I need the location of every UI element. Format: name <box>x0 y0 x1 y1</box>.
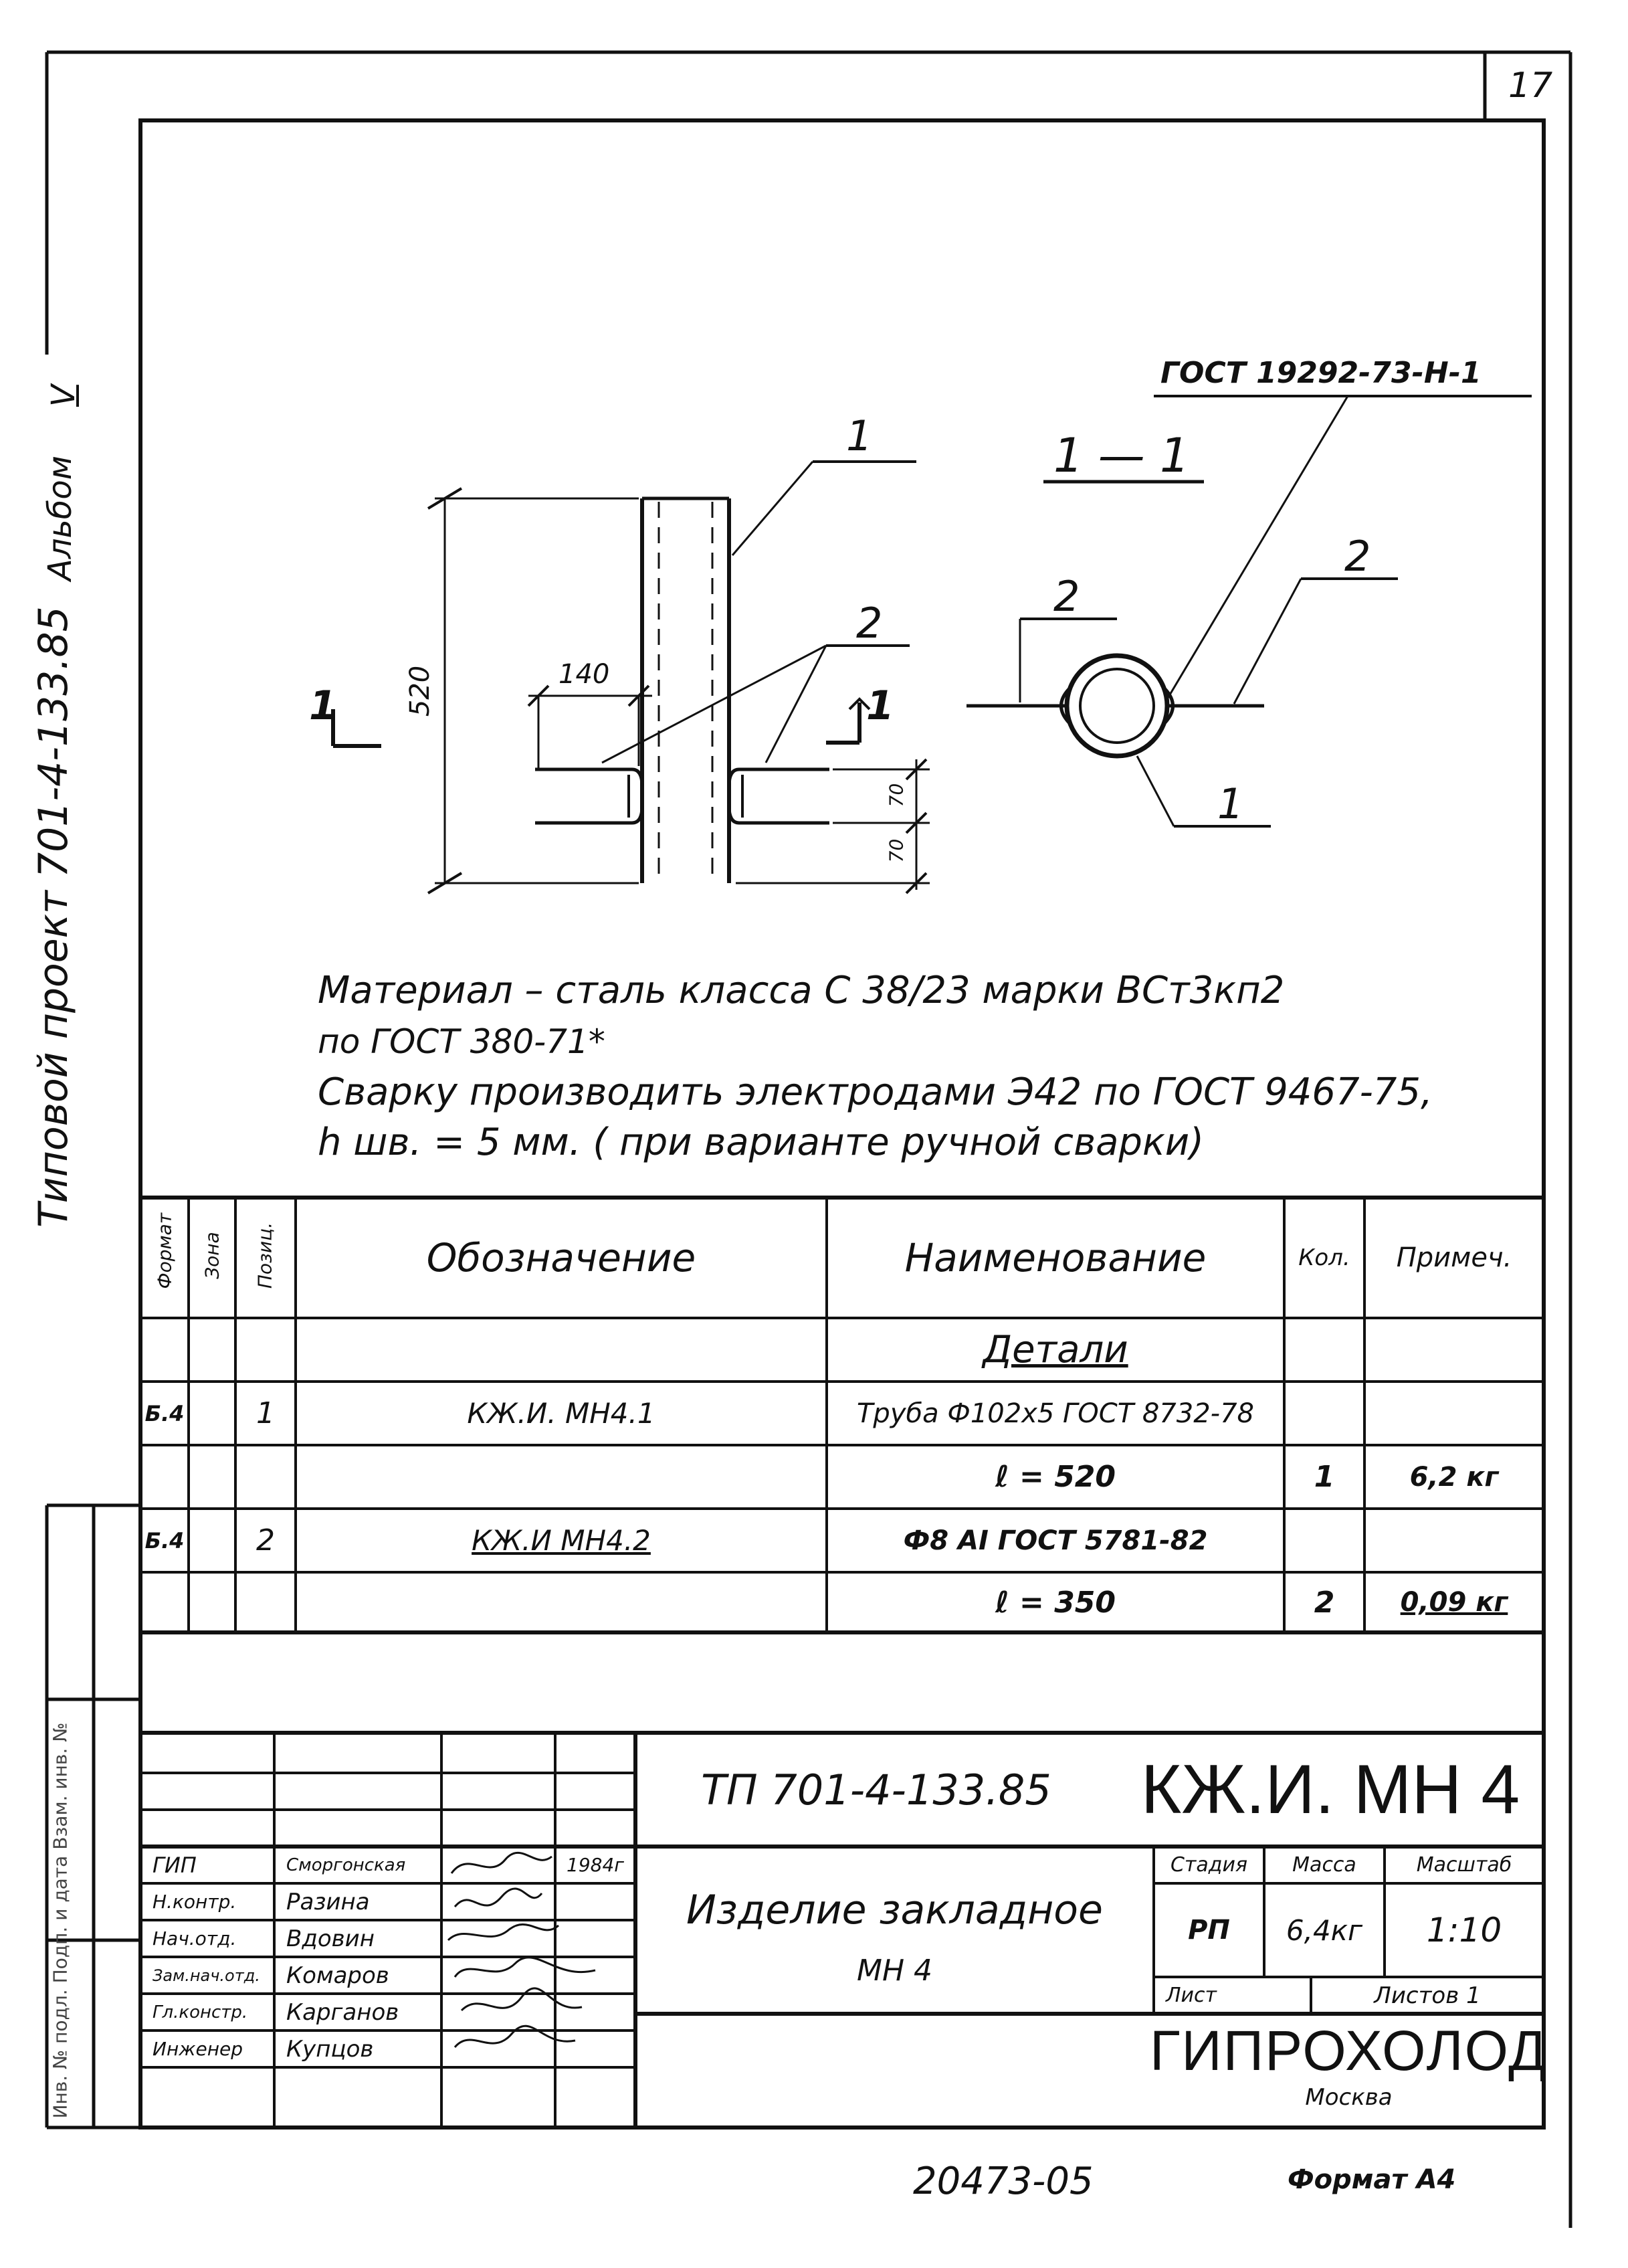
sheet-number: 17 <box>1508 66 1553 106</box>
table-row-qty: 1 <box>1314 1460 1335 1494</box>
organization-city: Москва <box>1305 2084 1393 2111</box>
item-name-line1: Изделие закладное <box>686 1887 1103 1933</box>
signer-role: Н.контр. <box>152 1891 237 1913</box>
signature-scribbles <box>447 1851 596 2048</box>
table-row-qty: 2 <box>1314 1585 1335 1620</box>
spec-section-title: Детали <box>983 1328 1128 1372</box>
signer-name: Купцов <box>286 2035 374 2063</box>
cut-mark-right: 1 <box>866 682 894 729</box>
spec-header-note: Примеч. <box>1396 1242 1512 1273</box>
table-row-designation: КЖ.И. МН4.1 <box>467 1397 655 1430</box>
organization-name: ГИПРОХОЛОД <box>1149 2018 1548 2082</box>
table-row-note: 6,2 кг <box>1409 1461 1499 1493</box>
signer-role: Гл.констр. <box>152 2002 248 2022</box>
leader-pos2-top: 2 <box>856 599 883 648</box>
dim-width-140: 140 <box>558 659 610 690</box>
mass-header: Масса <box>1292 1853 1356 1877</box>
note-line-4: h шв. = 5 мм. ( при варианте ручной свар… <box>318 1121 1205 1164</box>
section-label: 1 — 1 <box>1053 428 1190 483</box>
signer-name: Сморгонская <box>286 1855 406 1875</box>
dim-height-520: 520 <box>405 665 436 717</box>
signer-role: Нач.отд. <box>152 1927 237 1950</box>
dim-offset-b: 70 <box>885 838 908 863</box>
note-line-3: Сварку производить электродами Э42 по ГО… <box>318 1070 1433 1114</box>
signer-name: Разина <box>286 1888 370 1915</box>
table-row-pos: 2 <box>256 1523 275 1557</box>
signer-name: Комаров <box>286 1962 389 1989</box>
sheets-label: Листов 1 <box>1374 1982 1481 2009</box>
note-line-2: по ГОСТ 380-71* <box>318 1022 605 1061</box>
spec-header-pos: Позиц. <box>253 1222 276 1289</box>
table-row-pos: 1 <box>256 1396 275 1430</box>
spec-header-zone: Зона <box>201 1232 223 1279</box>
gost-weld-label: ГОСТ 19292-73-Н-1 <box>1160 356 1482 390</box>
spec-header-qty: Кол. <box>1298 1244 1350 1271</box>
scale-header: Масштаб <box>1416 1853 1512 1877</box>
table-row-designation: КЖ.И МН4.2 <box>472 1524 651 1557</box>
signer-role: Зам.нач.отд. <box>152 1966 260 1985</box>
table-row-name: Ф8 АI ГОСТ 5781-82 <box>903 1525 1208 1556</box>
table-row-name: Труба Ф102х5 ГОСТ 8732-78 <box>857 1398 1254 1429</box>
signer-role: Инженер <box>152 2038 243 2060</box>
leader-pos2-section-right: 2 <box>1344 532 1371 581</box>
table-row-name: ℓ = 350 <box>995 1585 1116 1620</box>
dim-offset-a: 70 <box>885 783 908 808</box>
spec-header-designation: Обозначение <box>426 1235 696 1281</box>
table-row-name: ℓ = 520 <box>995 1460 1116 1494</box>
doc-code: КЖ.И. МН 4 <box>1140 1750 1520 1828</box>
approval-year: 1984г <box>567 1854 624 1876</box>
spec-header-name: Наименование <box>904 1235 1207 1281</box>
inventory-number: 20473-05 <box>913 2160 1094 2203</box>
item-name-line2: МН 4 <box>856 1953 933 1988</box>
table-row-format: Б.4 <box>144 1400 185 1426</box>
side-album-text: Альбом <box>41 456 79 581</box>
signer-role: ГИП <box>152 1852 197 1878</box>
note-line-1: Материал – сталь класса С 38/23 марки ВС… <box>318 969 1285 1012</box>
table-row-note: 0,09 кг <box>1400 1587 1508 1618</box>
cut-mark-left: 1 <box>309 682 337 729</box>
signer-name: Вдовин <box>286 1925 375 1952</box>
side-strip-note: Инв. № подл. Подп. и дата Взам. инв. № <box>49 1722 72 2119</box>
project-code: ТП 701-4-133.85 <box>701 1765 1051 1814</box>
signer-name: Карганов <box>286 1998 399 2026</box>
format-label: Формат А4 <box>1288 2164 1456 2195</box>
leader-pos1-top: 1 <box>846 411 873 460</box>
side-project-text: Типовой проект 701-4-133.85 <box>30 606 77 1228</box>
leader-pos2-section-left: 2 <box>1053 572 1080 621</box>
leader-pos1-section: 1 <box>1217 779 1244 828</box>
side-album-number: V <box>45 385 82 407</box>
sheet-label: Лист <box>1166 1984 1217 2007</box>
stage-value: РП <box>1188 1915 1230 1946</box>
stage-header: Стадия <box>1170 1853 1248 1877</box>
scale-value: 1:10 <box>1426 1911 1502 1950</box>
spec-header-format: Формат <box>153 1212 176 1289</box>
table-row-format: Б.4 <box>144 1527 185 1553</box>
mass-value: 6,4кг <box>1286 1913 1363 1947</box>
